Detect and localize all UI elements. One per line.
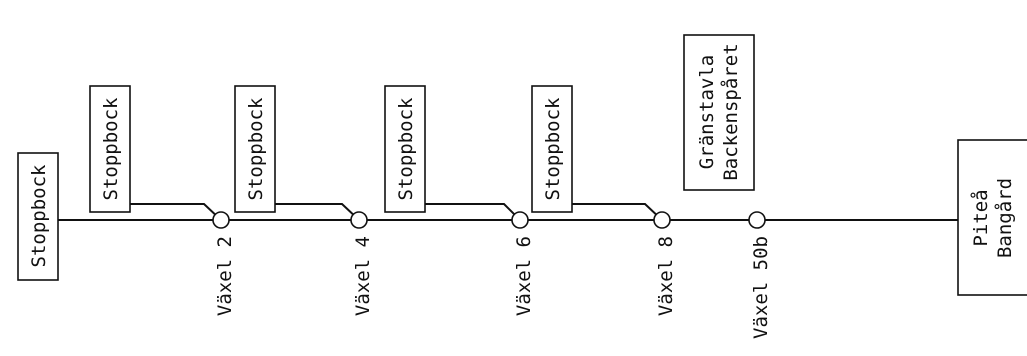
spur-3-stoppbock-label: Stoppbock (395, 97, 417, 201)
switch-2-label: Växel 2 (214, 236, 236, 316)
switch-8-label: Växel 8 (655, 236, 677, 316)
boundary-sign-line1: Gränstavla (696, 55, 718, 169)
spur-3-stoppbock-box (384, 85, 426, 213)
switch-6-label: Växel 6 (513, 236, 535, 316)
switch-8-node (653, 211, 671, 229)
spur-4-stoppbock-box (531, 85, 573, 213)
spur-1-stoppbock-label: Stoppbock (100, 97, 122, 201)
spur-4-track (572, 203, 663, 221)
boundary-sign-box (683, 34, 755, 191)
spur-1-track (130, 203, 222, 221)
switch-4-node (350, 211, 368, 229)
spur-3-track (425, 203, 521, 221)
spur-2-track (275, 203, 360, 221)
spur-2-stoppbock-label: Stoppbock (245, 97, 267, 201)
switch-50b-node (748, 211, 766, 229)
station-box (957, 139, 1027, 296)
spur-1-stoppbock-box (89, 85, 131, 213)
left-stoppbock-label: Stoppbock (28, 164, 50, 268)
left-stoppbock-box (17, 152, 59, 281)
station-line2: Bangård (993, 178, 1016, 258)
spur-4-stoppbock-label: Stoppbock (542, 97, 564, 201)
station-line1: Piteå (969, 189, 992, 246)
switch-50b-label: Växel 50b (750, 236, 772, 339)
spur-2-stoppbock-box (234, 85, 276, 213)
switch-6-node (511, 211, 529, 229)
switch-4-label: Växel 4 (352, 236, 374, 316)
switch-2-node (212, 211, 230, 229)
boundary-sign-line2: Backenspåret (719, 43, 742, 180)
